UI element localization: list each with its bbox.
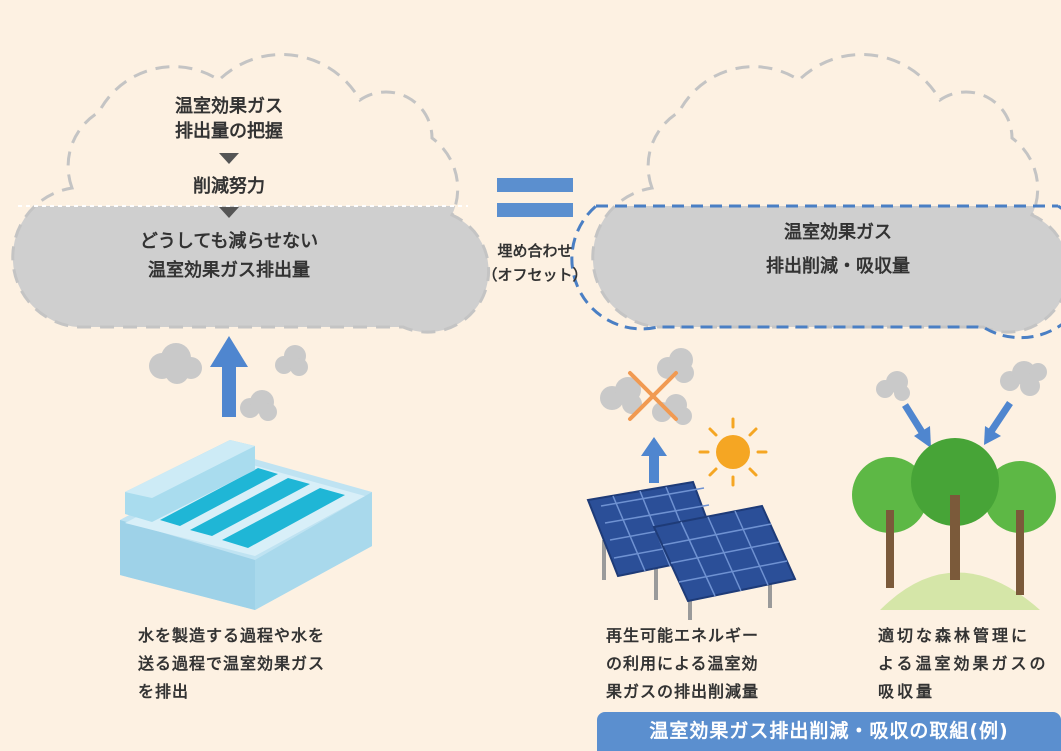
left-cloud [11,52,491,334]
tree-icon [852,457,928,588]
caption-line: 再生可能エネルギー [606,626,760,645]
equals-icon [497,178,573,217]
cross-icon [628,371,678,421]
smoke-cloud-icon [600,377,642,414]
right-cloud-line1: 温室効果ガス [784,222,892,243]
solar-panel-icon [652,504,797,620]
solar-caption: 再生可能エネルギー の利用による温室効 果ガスの排出削減量 [606,622,759,706]
caption-line: 送る過程で温室効果ガス [138,654,326,673]
hill-icon [880,572,1040,610]
smoke-cloud-icon [149,343,202,384]
caption-line: 吸収量 [878,682,936,701]
left-cloud-gray-fill [12,206,489,333]
offset-label-line2: （オフセット） [482,266,588,284]
caption-line: 適切な森林管理に [878,626,1031,645]
smoke-cloud-icon [240,390,277,421]
left-cloud-title-line2: 排出量の把握 [175,121,283,142]
up-arrow-icon [210,336,248,417]
offset-label-line1: 埋め合わせ [497,242,573,260]
right-cloud-line2: 排出削減・吸収量 [766,256,910,277]
smoke-cloud-icon [275,345,308,376]
caption-line: 果ガスの排出削減量 [606,682,760,701]
caption-line: の利用による温室効 [606,654,759,673]
left-cloud-gray-line2: 温室効果ガス排出量 [148,260,310,281]
down-arrow-icon [984,401,1013,445]
examples-banner: 温室効果ガス排出削減・吸収の取組(例) [597,712,1061,751]
up-arrow-icon [641,437,667,483]
down-arrow-icon [902,403,931,448]
smoke-cloud-icon [657,348,694,383]
sun-icon [698,417,768,487]
smoke-cloud-icon [652,394,692,425]
right-cloud-gray-fill [592,206,1061,333]
tree-icon [984,461,1056,595]
right-cloud [570,52,1061,340]
right-cloud-blue-outline [570,204,1061,340]
tree-icon [911,438,999,580]
left-cloud-gray-line1: どうしても減らせない [139,231,319,252]
triangle-down-icon [219,153,239,164]
triangle-down-icon [219,207,239,218]
caption-line: よる温室効果ガスの [878,654,1049,673]
water-plant-icon [120,440,372,610]
water-caption: 水を製造する過程や水を 送る過程で温室効果ガス を排出 [138,622,325,706]
forest-caption: 適切な森林管理に よる温室効果ガスの 吸収量 [878,622,1049,706]
caption-line: 水を製造する過程や水を [138,626,326,645]
smoke-cloud-icon [1000,361,1047,396]
caption-line: を排出 [138,682,190,701]
left-cloud-title-line1: 温室効果ガス [175,96,283,117]
left-cloud-step: 削減努力 [193,176,265,197]
smoke-cloud-icon [876,371,910,401]
